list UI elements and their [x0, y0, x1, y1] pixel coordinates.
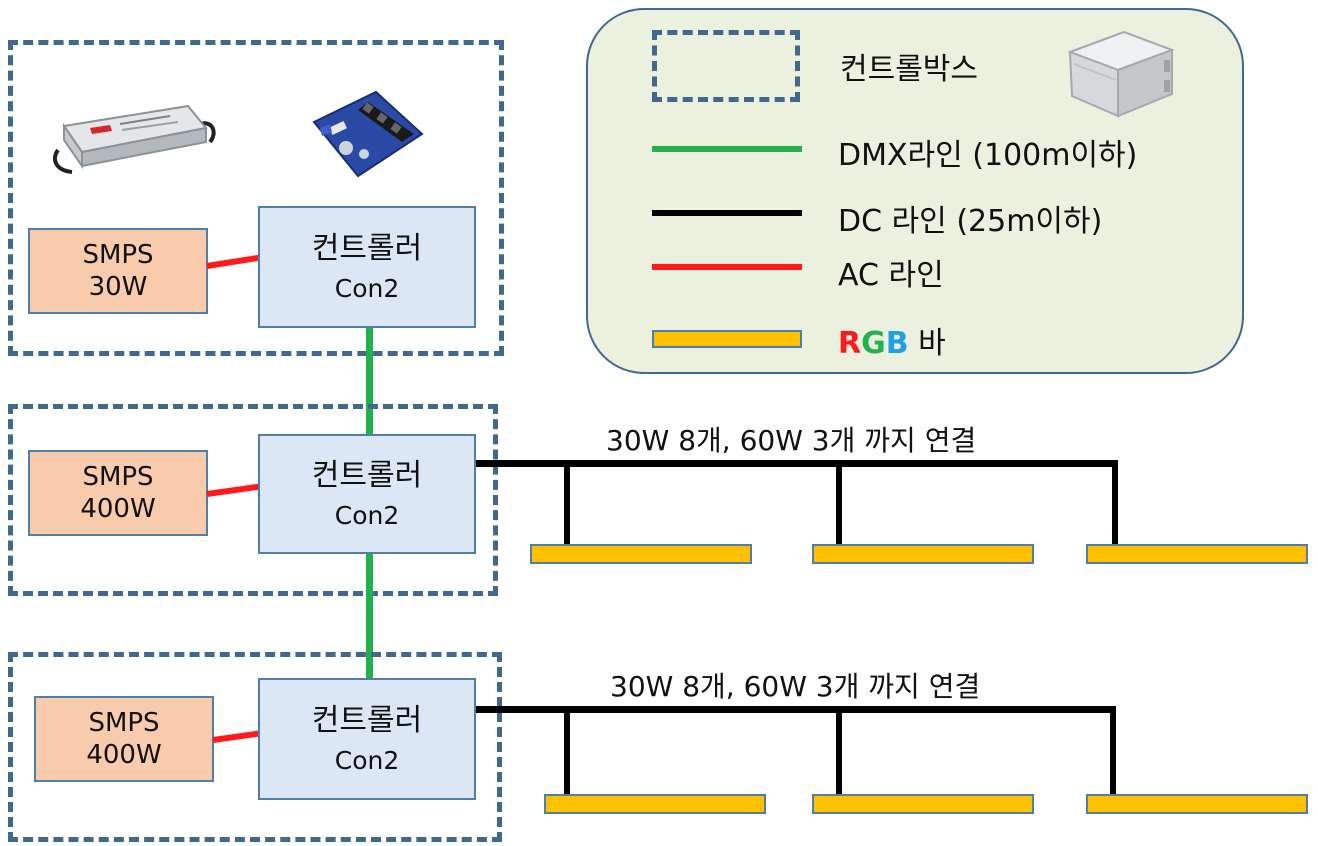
power-supply-image	[53, 104, 216, 174]
dc-drop-1c	[1112, 460, 1118, 548]
legend-dc-label: DC 라인 (25m이하)	[838, 204, 1103, 239]
smps-wattage: 400W	[86, 740, 162, 770]
legend-rgb-r: R	[838, 326, 862, 361]
controller-box-3: 컨트롤러 Con2	[258, 678, 476, 800]
control-box-3	[8, 652, 502, 842]
dc-drop-1b	[836, 460, 842, 548]
connection-capacity-label-2: 30W 8개, 60W 3개 까지 연결	[610, 670, 981, 703]
controller-label: 컨트롤러	[311, 702, 423, 738]
smps-400w-box-2: SMPS 400W	[34, 696, 214, 782]
dmx-line-1	[366, 328, 373, 434]
rgb-bar	[812, 544, 1034, 564]
rgb-bar	[812, 794, 1034, 814]
dc-drop-2a	[564, 706, 570, 796]
controller-label: 컨트롤러	[311, 457, 423, 493]
control-box-2	[8, 404, 498, 596]
legend-dmx-label: DMX라인 (100m이하)	[838, 138, 1138, 173]
smps-wattage: 400W	[80, 494, 156, 524]
legend-dc-swatch	[652, 210, 802, 216]
dc-line-main-2	[476, 706, 1116, 713]
smps-30w-box: SMPS 30W	[28, 228, 208, 314]
smps-label: SMPS	[88, 707, 160, 738]
legend-rgb-b: B	[885, 326, 909, 361]
controller-model: Con2	[334, 501, 400, 531]
smps-label: SMPS	[82, 461, 154, 492]
dc-drop-1a	[564, 460, 570, 548]
legend-control-box-swatch	[652, 30, 800, 102]
legend-dmx-swatch	[652, 146, 802, 152]
legend-rgb-bar-label: RGB 바	[838, 318, 946, 362]
controller-box-1: 컨트롤러 Con2	[258, 206, 476, 328]
controller-board-image	[312, 90, 424, 178]
controller-model: Con2	[334, 274, 400, 304]
legend-panel: 컨트롤박스 DMX라인 (100m이하) DC 라인 (25m이하) AC 라인…	[586, 8, 1244, 374]
rgb-bar	[530, 544, 752, 564]
smps-400w-box-1: SMPS 400W	[28, 450, 208, 536]
legend-ac-label: AC 라인	[838, 258, 944, 293]
smps-label: SMPS	[82, 239, 154, 270]
rgb-bar	[1086, 544, 1308, 564]
dc-line-main-1	[476, 460, 1118, 467]
dmx-line-2	[366, 554, 373, 680]
dc-drop-2c	[1110, 706, 1116, 796]
legend-control-box-label: 컨트롤박스	[840, 52, 978, 87]
connection-capacity-label-1: 30W 8개, 60W 3개 까지 연결	[606, 424, 977, 457]
rgb-bar	[544, 794, 766, 814]
legend-rgb-g: G	[861, 326, 886, 361]
legend-ac-swatch	[652, 264, 802, 270]
controller-label: 컨트롤러	[311, 230, 423, 266]
legend-rgb-bar-swatch	[652, 330, 802, 348]
controller-box-2: 컨트롤러 Con2	[258, 434, 476, 554]
control-box-enclosure-image	[1067, 30, 1175, 118]
control-box-1	[8, 40, 504, 356]
rgb-bar	[1086, 794, 1308, 814]
legend-rgb-suffix: 바	[918, 326, 946, 361]
dc-drop-2b	[836, 706, 842, 796]
smps-wattage: 30W	[88, 272, 148, 302]
controller-model: Con2	[334, 746, 400, 776]
